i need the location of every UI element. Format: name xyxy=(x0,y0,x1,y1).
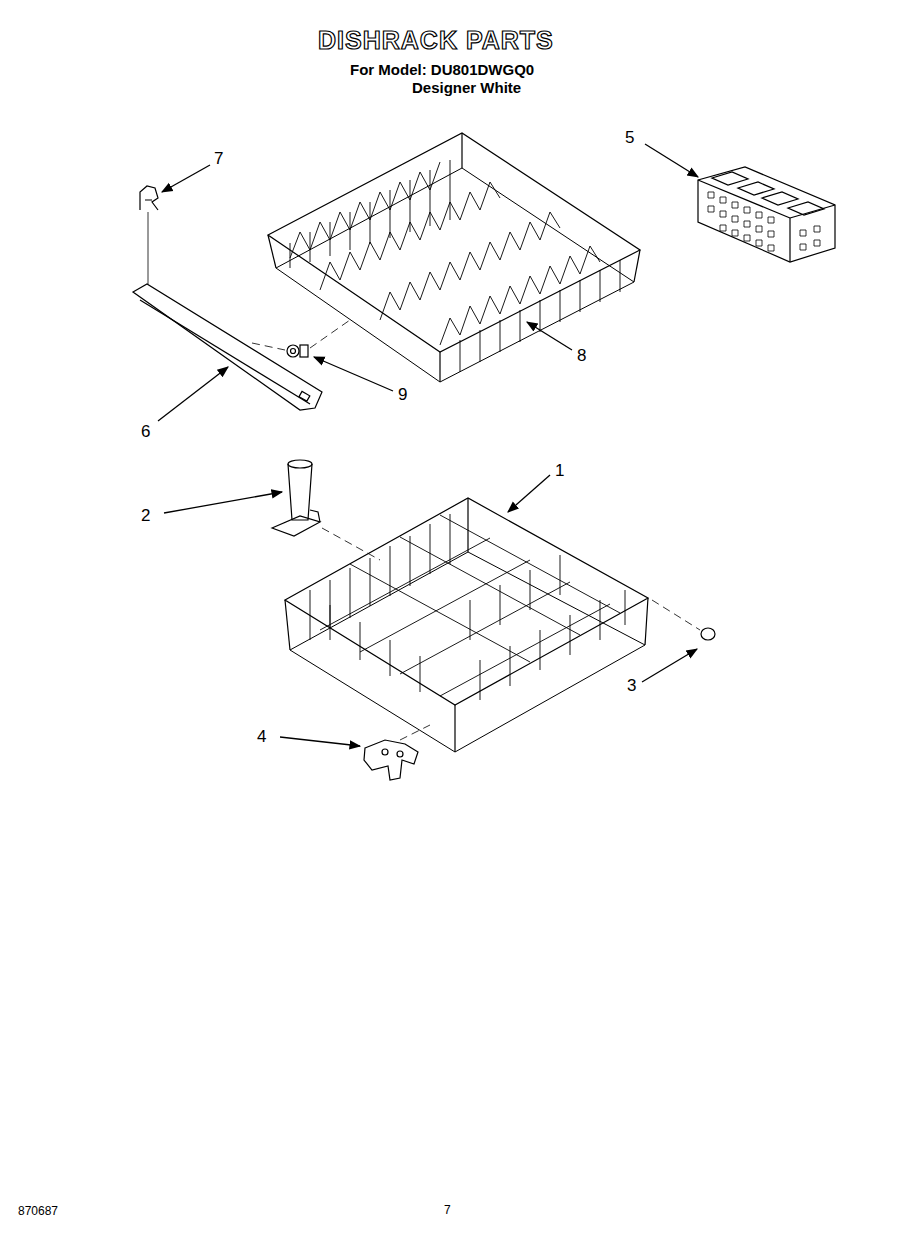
callout-number: 3 xyxy=(627,677,636,694)
callout-number: 6 xyxy=(141,423,150,440)
callout-number: 4 xyxy=(257,728,266,745)
callout-number: 9 xyxy=(398,386,407,403)
callout-number: 8 xyxy=(577,347,586,364)
page-number: 7 xyxy=(444,1204,451,1216)
callout-number: 5 xyxy=(625,129,634,146)
callout-number: 1 xyxy=(555,462,564,479)
callout-number: 7 xyxy=(214,150,223,167)
diagram-title: DISHRACK PARTS xyxy=(318,28,554,53)
model-label: For Model: DU801DWGQ0 xyxy=(350,62,534,77)
document-number: 870687 xyxy=(18,1205,58,1217)
model-label: Designer White xyxy=(412,80,521,95)
callout-number: 2 xyxy=(141,507,150,524)
